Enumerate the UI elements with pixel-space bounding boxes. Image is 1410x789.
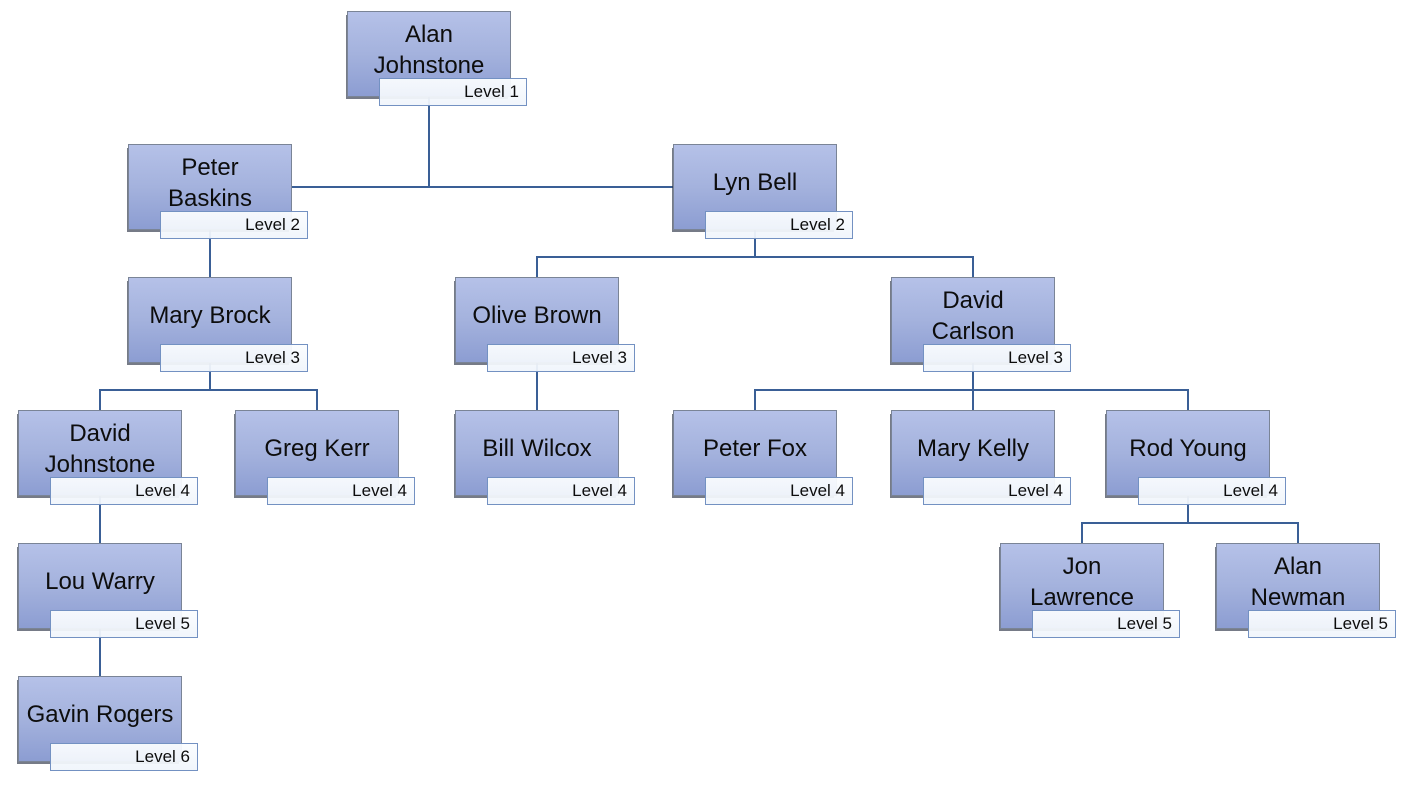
connector-segment: [209, 204, 211, 281]
org-node-name-line: Lyn Bell: [712, 169, 798, 196]
org-node-level-badge-david-johnstone[interactable]: Level 4: [50, 477, 198, 505]
org-node-name-line: David: [942, 286, 1004, 314]
org-node-name-line: Mary Brock: [149, 302, 271, 329]
org-node-level-badge-peter-fox[interactable]: Level 4: [705, 477, 853, 505]
connector-segment: [972, 257, 974, 281]
connector-segment: [292, 186, 673, 188]
org-node-level-badge-rod-young[interactable]: Level 4: [1138, 477, 1286, 505]
org-node-name-line: David: [69, 419, 131, 447]
org-node-name-line: Greg Kerr: [264, 435, 370, 462]
org-node-level-badge-mary-kelly[interactable]: Level 4: [923, 477, 1071, 505]
org-node-name-line: Jon: [1062, 552, 1102, 580]
org-node-level-badge-lyn-bell[interactable]: Level 2: [705, 211, 853, 239]
org-node-level-badge-lou-warry[interactable]: Level 5: [50, 610, 198, 638]
connector-segment: [754, 390, 756, 414]
connector-segment: [536, 256, 974, 258]
org-node-level-badge-alan-newman[interactable]: Level 5: [1248, 610, 1396, 638]
connector-segment: [316, 390, 318, 414]
connector-segment: [754, 389, 1189, 391]
connector-segment: [1081, 523, 1083, 547]
org-node-level-badge-jon-lawrence[interactable]: Level 5: [1032, 610, 1180, 638]
org-node-name-line: Newman: [1250, 583, 1346, 611]
org-node-name-line: Alan: [404, 20, 454, 48]
org-node-name-line: Carlson: [931, 317, 1015, 345]
org-node-level-badge-gavin-rogers[interactable]: Level 6: [50, 743, 198, 771]
org-node-name-line: Peter: [181, 153, 239, 181]
connector-segment: [536, 257, 538, 281]
org-node-level-badge-mary-brock[interactable]: Level 3: [160, 344, 308, 372]
connector-segment: [536, 337, 538, 414]
org-node-name-line: Johnstone: [373, 51, 485, 79]
org-node-level-badge-greg-kerr[interactable]: Level 4: [267, 477, 415, 505]
connector-segment: [99, 603, 101, 680]
connector-segment: [1187, 390, 1189, 414]
org-node-name-line: Johnstone: [44, 450, 156, 478]
org-node-name-line: Alan: [1273, 552, 1323, 580]
org-node-name-line: Baskins: [167, 184, 253, 212]
org-node-name-line: Bill Wilcox: [482, 435, 592, 462]
connector-segment: [1081, 522, 1299, 524]
org-node-level-badge-olive-brown[interactable]: Level 3: [487, 344, 635, 372]
org-node-level-badge-peter-baskins[interactable]: Level 2: [160, 211, 308, 239]
connector-segment: [428, 71, 430, 187]
org-node-name-line: Lou Warry: [45, 568, 155, 595]
connector-segment: [99, 389, 318, 391]
org-node-name-line: Lawrence: [1029, 583, 1135, 611]
connector-segment: [99, 470, 101, 547]
org-node-name-line: Olive Brown: [472, 302, 602, 329]
org-node-level-badge-alan-johnstone[interactable]: Level 1: [379, 78, 527, 106]
org-node-level-badge-david-carlson[interactable]: Level 3: [923, 344, 1071, 372]
org-node-name-line: Gavin Rogers: [26, 701, 174, 728]
connector-segment: [1297, 523, 1299, 547]
org-node-level-badge-bill-wilcox[interactable]: Level 4: [487, 477, 635, 505]
org-node-name-line: Rod Young: [1129, 435, 1247, 462]
connector-segment: [972, 390, 974, 414]
org-node-name-line: Peter Fox: [702, 435, 808, 462]
org-node-name-line: Mary Kelly: [916, 435, 1030, 462]
connector-segment: [99, 390, 101, 414]
